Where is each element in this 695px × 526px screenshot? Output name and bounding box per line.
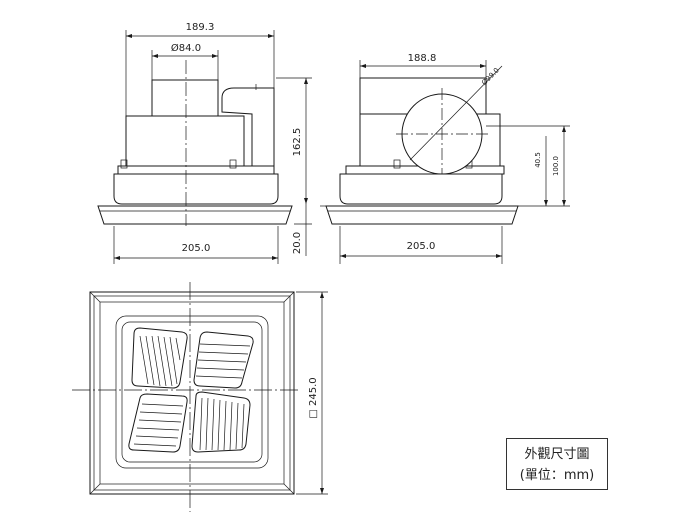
front-view: 188.8 Ø99.0 40.5 100.0: [320, 53, 570, 264]
front-total-height-label: 100.0: [552, 156, 560, 176]
side-view: 189.3 Ø84.0 162.5 20.0: [97, 22, 312, 264]
vent-top-left: [131, 327, 188, 389]
plan-square-label: □ 245.0: [308, 377, 319, 418]
front-center-height-label: 40.5: [534, 152, 542, 168]
front-bottom-width-label: 205.0: [407, 241, 436, 252]
vent-bottom-left: [128, 393, 188, 453]
legend-unit: (單位：mm): [519, 468, 595, 483]
legend-title: 外觀尺寸圖: [524, 447, 590, 462]
plan-view: □ 245.0: [72, 282, 328, 512]
vent-bottom-right: [191, 391, 251, 453]
side-grille-thickness-label: 20.0: [292, 232, 303, 254]
side-top-width-label: 189.3: [186, 22, 215, 33]
side-bottom-width-label: 205.0: [182, 243, 211, 254]
unit-legend: 外觀尺寸圖 (單位：mm): [506, 438, 608, 490]
front-top-width-label: 188.8: [408, 53, 437, 64]
side-height-label: 162.5: [292, 128, 303, 157]
side-inlet-dia-label: Ø84.0: [171, 42, 201, 54]
vent-top-right: [193, 331, 254, 389]
front-duct-dia-label: Ø99.0: [480, 66, 501, 87]
